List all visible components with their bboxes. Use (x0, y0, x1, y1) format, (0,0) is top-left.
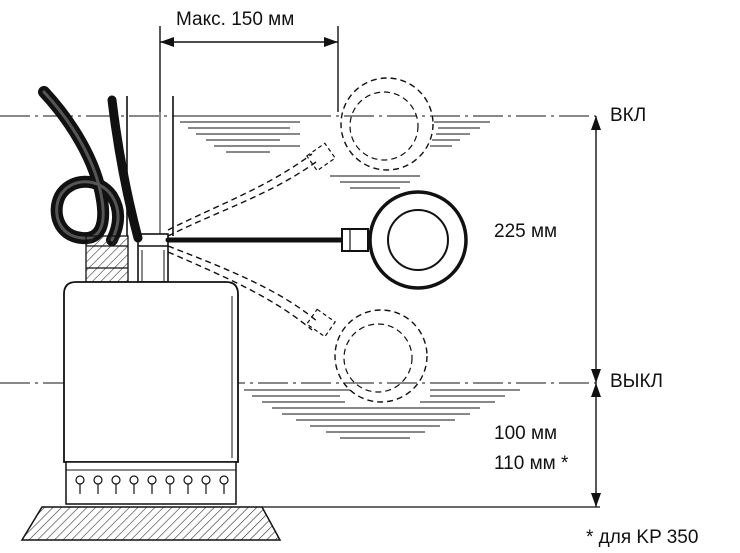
power-cable (38, 86, 143, 246)
footnote-label: * для KP 350 (586, 527, 699, 548)
bottom-height-alt-label: 110 мм * (494, 453, 569, 474)
float-lower-position (305, 308, 428, 403)
ground-base (20, 506, 600, 541)
on-water-level (0, 115, 596, 189)
float-cable-upper (167, 153, 317, 237)
pump-body (63, 281, 239, 463)
off-level-label: ВЫКЛ (610, 371, 664, 392)
float-middle-position (341, 190, 468, 290)
max-offset-label: Макс. 150 мм (176, 9, 295, 30)
inlet-strainer (65, 461, 237, 505)
max-offset-dimension (159, 26, 339, 112)
float-upper-position (305, 77, 434, 172)
span-height-label: 225 мм (494, 221, 558, 242)
discharge-pipe (126, 96, 174, 283)
float-cable-lower (167, 245, 319, 331)
vertical-dimension (591, 116, 601, 507)
bottom-height-label: 100 мм (494, 423, 558, 444)
on-level-label: ВКЛ (610, 105, 647, 126)
cable-gland (85, 235, 129, 283)
